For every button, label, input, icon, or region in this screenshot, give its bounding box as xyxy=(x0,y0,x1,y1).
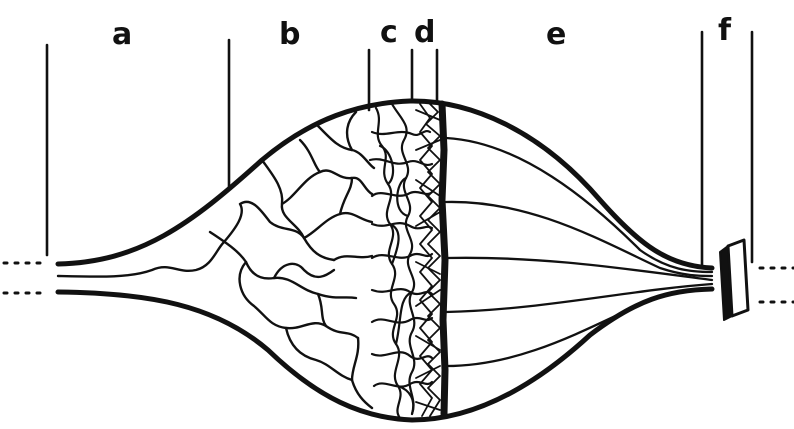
tangle-strand xyxy=(380,146,413,414)
streamline xyxy=(446,202,712,276)
network-strand xyxy=(352,338,372,408)
region-d-mesh xyxy=(416,102,440,416)
label-c: c xyxy=(380,15,398,50)
collector-block xyxy=(720,240,748,320)
tangle-strand xyxy=(372,318,432,323)
bulge-upper-wall xyxy=(58,101,712,268)
label-e: e xyxy=(546,17,566,52)
dense-wall-edge xyxy=(442,104,445,414)
network-strand xyxy=(340,178,352,214)
region-e-streamlines xyxy=(446,138,712,366)
network-strand xyxy=(282,170,372,204)
tangle-strand xyxy=(372,223,432,228)
label-d: d xyxy=(414,15,435,50)
streamline xyxy=(446,284,712,312)
region-dividers xyxy=(47,32,752,268)
label-a: a xyxy=(112,17,132,52)
network-strand xyxy=(300,140,320,172)
network-strand xyxy=(224,202,334,260)
network-strand xyxy=(210,232,356,298)
tangle-strand xyxy=(372,289,432,294)
network-strand xyxy=(334,256,372,260)
dense-wall xyxy=(442,104,445,414)
region-b-network xyxy=(210,112,374,408)
network-strand xyxy=(240,262,358,338)
network-strand xyxy=(304,213,372,238)
region-labels: a b c d e f xyxy=(112,13,732,52)
tangle-strand xyxy=(372,254,432,258)
region-c-tangle xyxy=(370,104,432,418)
tangle-strand xyxy=(374,382,432,387)
network-strand xyxy=(274,264,334,278)
label-b: b xyxy=(279,17,300,52)
label-f: f xyxy=(718,13,732,48)
network-strand xyxy=(262,160,304,238)
network-strand xyxy=(318,294,326,326)
network-strand xyxy=(347,112,356,150)
